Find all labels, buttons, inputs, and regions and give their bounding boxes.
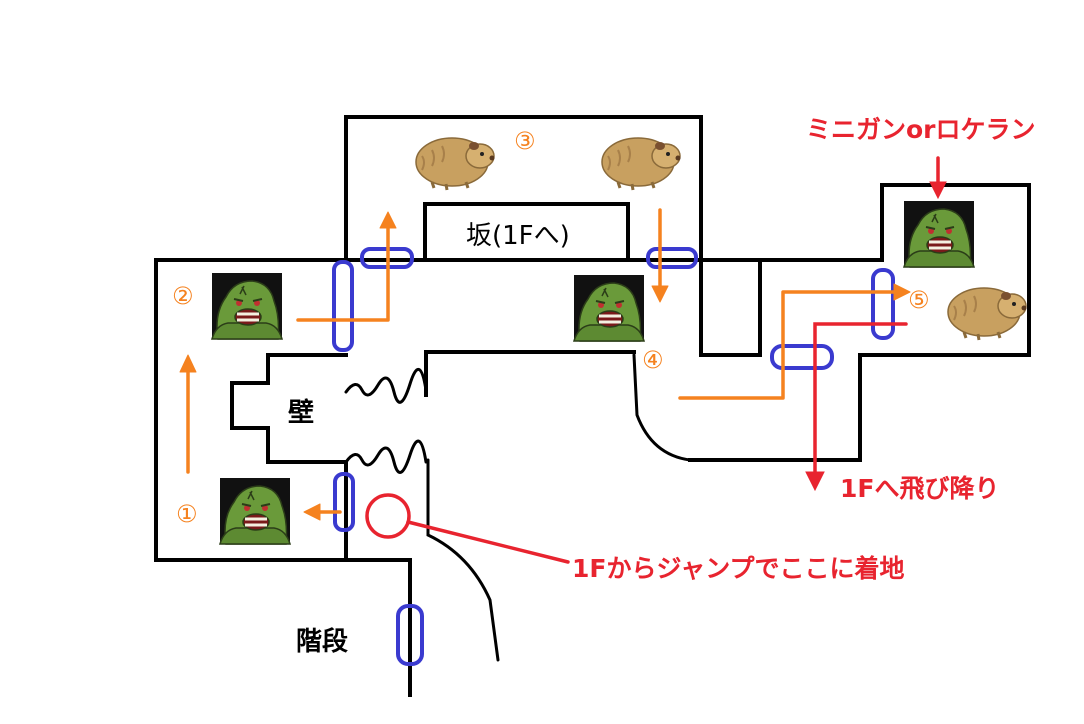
ogre-enemy-icon <box>210 271 284 341</box>
ogre-enemy-icon <box>572 273 646 343</box>
marker-2: ② <box>172 282 194 310</box>
minigun-label: ミニガンorロケラン <box>806 115 1036 144</box>
ogre-enemy-icon <box>218 476 292 546</box>
wall-label: 壁 <box>288 397 314 428</box>
annotation-lines <box>365 156 947 564</box>
marker-4: ④ <box>642 346 664 374</box>
hamster-enemy-icon <box>600 136 682 192</box>
marker-5: ⑤ <box>908 286 930 314</box>
jump-landing-circle <box>365 493 411 539</box>
ogre-enemy-icon <box>902 199 976 269</box>
route-arrows <box>179 208 911 521</box>
door-upper-right-horizontal <box>646 247 698 269</box>
door-upper-left-vertical <box>332 260 354 352</box>
door-right-corridor-horizontal <box>770 344 834 370</box>
slope-label: 坂(1Fへ) <box>466 221 570 251</box>
marker-3: ③ <box>514 127 536 155</box>
walls <box>154 115 1031 697</box>
jump-landing-label: 1Fからジャンプでここに着地 <box>572 554 904 583</box>
door-stairs-vertical <box>396 604 424 666</box>
marker-1: ① <box>176 500 198 528</box>
door-lower-left-vertical <box>333 472 355 532</box>
stairs-label: 階段 <box>296 626 348 657</box>
drop-down-label: 1Fへ飛び降り <box>840 474 999 503</box>
door-right-room-vertical <box>871 268 895 340</box>
hamster-enemy-icon <box>946 286 1028 342</box>
hamster-enemy-icon <box>414 136 496 192</box>
